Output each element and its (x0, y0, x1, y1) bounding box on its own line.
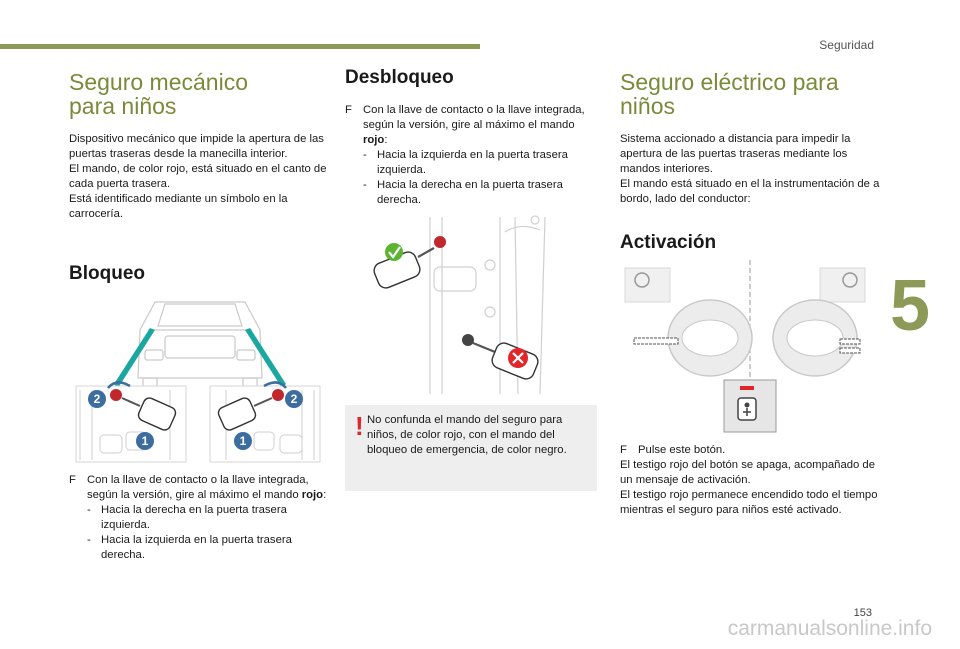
lock-subtitle: Bloqueo (69, 263, 145, 285)
chapter-tab: 5 (890, 262, 960, 362)
intro-line-1: Dispositivo mecánico que impide la apert… (69, 133, 324, 161)
lock-sub-2-text: Hacia la izquierda en la puerta trasera … (101, 534, 292, 561)
lock-sub-2: -Hacia la izquierda en la puerta trasera… (69, 533, 331, 563)
lock-bullet-bold: rojo (301, 489, 324, 501)
unlock-bullet: F Con la llave de contacto o la llave int… (345, 103, 600, 148)
watermark: carmanualsonline.info (727, 617, 932, 640)
electric-intro-2: El mando está situado en el la instrumen… (620, 178, 880, 206)
lock-bullet: F Con la llave de contacto o la llave int… (69, 473, 331, 503)
unlock-sub-2: -Hacia la derecha en la puerta trasera d… (345, 178, 600, 208)
intro-line-3: Está identificado mediante un símbolo en… (69, 193, 288, 221)
activation-after-2: El testigo rojo permanece encendido todo… (620, 489, 878, 516)
electric-intro-1: Sistema accionado a distancia para imped… (620, 133, 851, 176)
lock-bullet-colon: : (323, 489, 327, 501)
check-icon (385, 243, 403, 261)
section-label: Seguridad (819, 38, 874, 52)
middle-column: Desbloqueo F Con la llave de contacto o l… (345, 67, 600, 208)
right-column: Seguro eléctrico para niños Sistema acci… (620, 70, 882, 254)
activation-after-1: El testigo rojo del botón se apaga, acom… (620, 459, 875, 486)
dash: - (363, 179, 367, 191)
step-badge-label: 1 (142, 434, 149, 448)
right-teal-arrow (245, 328, 286, 388)
unlock-sub-1-text: Hacia la izquierda en la puerta trasera … (377, 149, 568, 176)
door-edge-illustration (373, 215, 546, 395)
mechanical-lock-intro: Dispositivo mecánico que impide la apert… (69, 132, 329, 222)
step-badge-label: 1 (240, 434, 247, 448)
unlock-sub-2-text: Hacia la derecha en la puerta trasera de… (377, 179, 563, 206)
mechanical-lock-title: Seguro mecánico para niños (69, 69, 248, 120)
step-badge (285, 390, 303, 408)
unlock-subtitle: Desbloqueo (345, 67, 454, 88)
top-accent-bar (0, 44, 480, 49)
step-badge-label: 2 (94, 392, 101, 406)
left-teal-arrow (114, 328, 155, 388)
unlock-bullet-colon: : (384, 134, 388, 146)
electric-lock-intro: Sistema accionado a distancia para imped… (620, 132, 882, 207)
chapter-number: 5 (889, 266, 930, 346)
step-badge-label: 2 (291, 392, 298, 406)
unlock-bullet-bold: rojo (363, 134, 385, 146)
intro-line-2: El mando, de color rojo, está situado en… (69, 163, 327, 191)
unlock-sub-1: -Hacia la izquierda en la puerta trasera… (345, 148, 600, 178)
lock-sub-1: -Hacia la derecha en la puerta trasera i… (69, 503, 331, 533)
bullet-mark: F (69, 474, 76, 486)
step-badge (88, 390, 106, 408)
activation-bullet: F Pulse este botón. (620, 443, 882, 458)
step-badge (234, 432, 252, 450)
dash: - (87, 534, 91, 546)
step-badge (136, 432, 154, 450)
page-number: 153 (853, 607, 872, 619)
lock-instructions: F Con la llave de contacto o la llave int… (69, 473, 331, 563)
lock-sub-1-text: Hacia la derecha en la puerta trasera iz… (101, 504, 287, 531)
car-rear-illustration: 2 1 2 1 (75, 301, 321, 463)
unlock-instructions: F Con la llave de contacto o la llave int… (345, 103, 600, 208)
dash: - (87, 504, 91, 516)
dash: - (363, 149, 367, 161)
warning-box: ! No confunda el mando del seguro para n… (345, 405, 597, 491)
lock-bullet-text: Con la llave de contacto o la llave inte… (87, 474, 309, 501)
activation-bullet-text: Pulse este botón. (638, 444, 726, 456)
activation-instructions: F Pulse este botón. El testigo rojo del b… (620, 443, 882, 518)
warning-text: No confunda el mando del seguro para niñ… (367, 414, 567, 456)
bullet-mark: F (620, 444, 627, 456)
electric-lock-title: Seguro eléctrico para niños (620, 69, 839, 120)
activation-subtitle: Activación (620, 232, 717, 254)
dashboard-illustration (624, 260, 866, 433)
unlock-bullet-text: Con la llave de contacto o la llave inte… (363, 104, 585, 131)
bullet-mark: F (345, 104, 352, 116)
left-column: Seguro mecánico para niños Dispositivo m… (69, 70, 329, 285)
warning-icon: ! (355, 411, 364, 441)
